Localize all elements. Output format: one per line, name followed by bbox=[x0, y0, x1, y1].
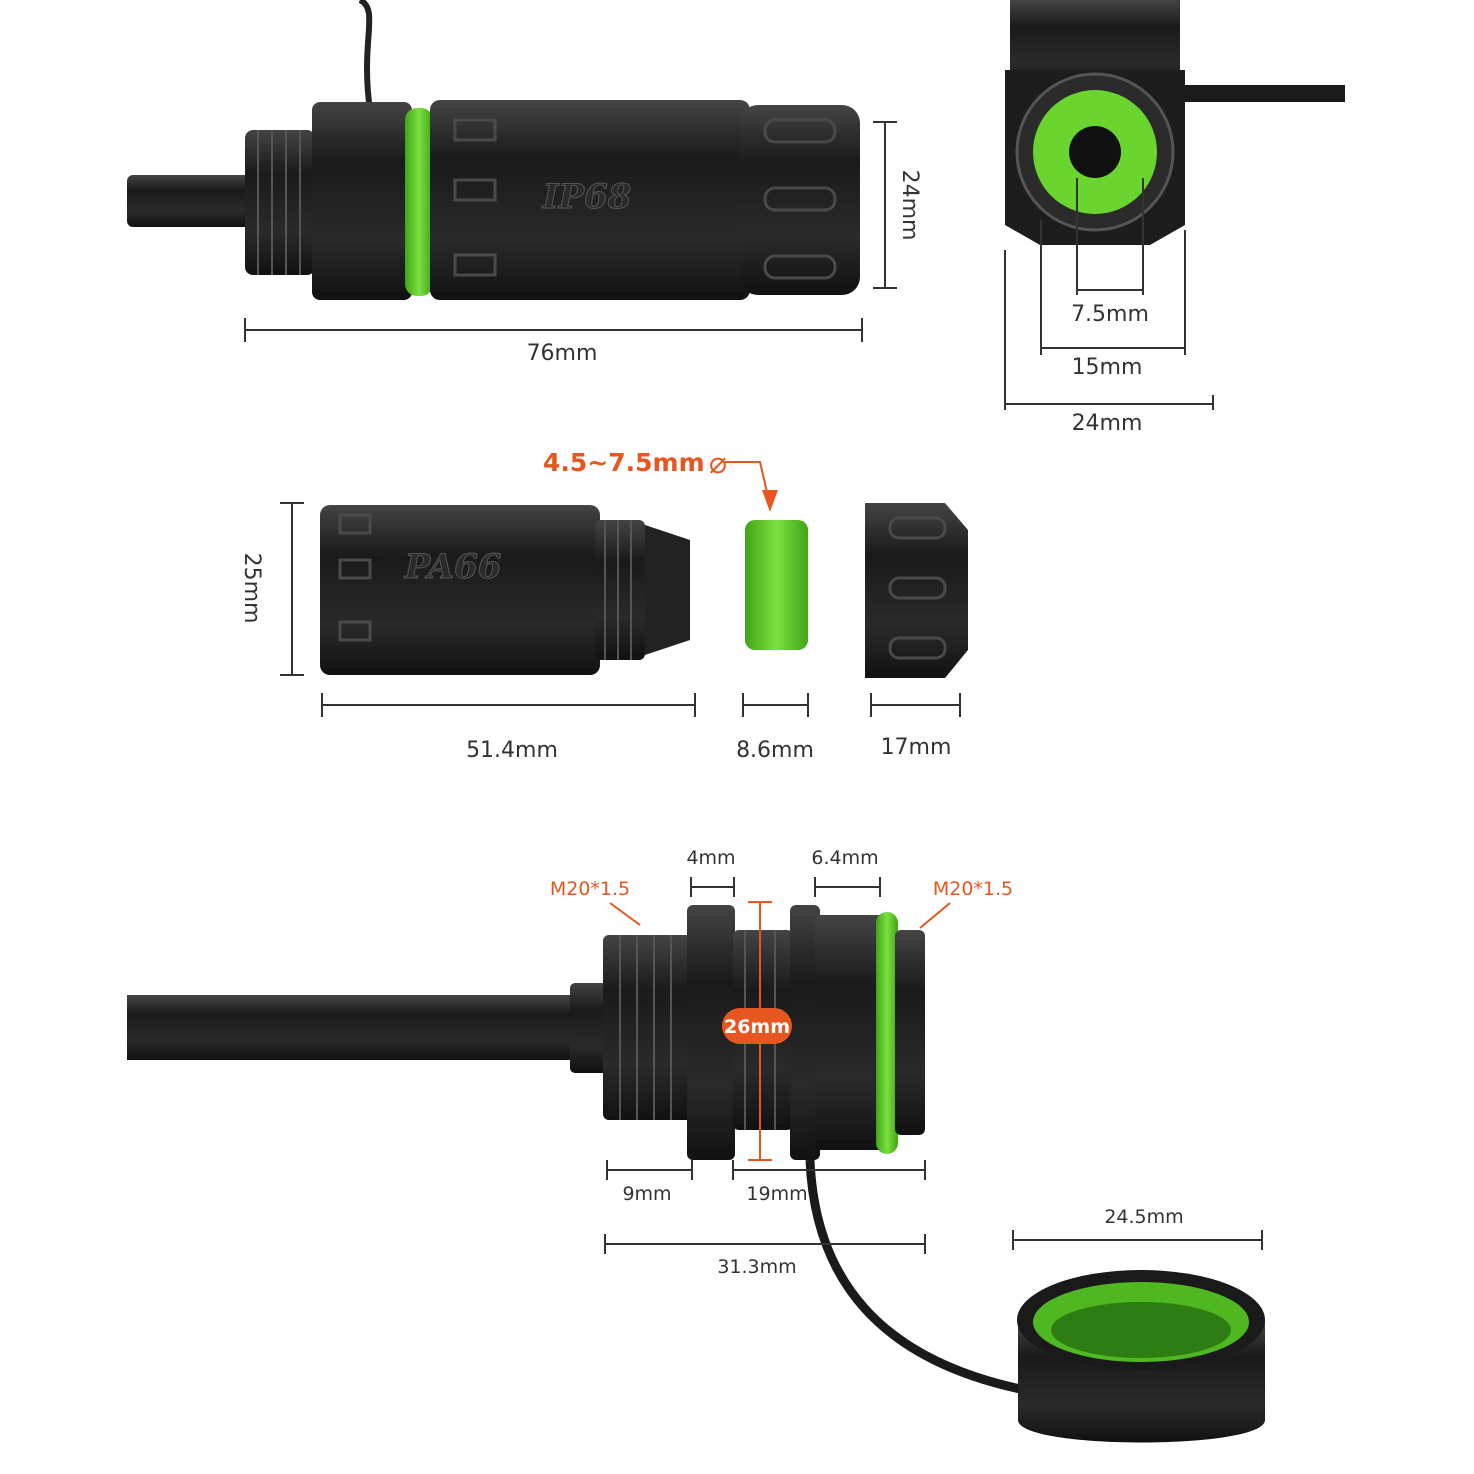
dimension-body-length: 51.4mm bbox=[321, 693, 696, 763]
diameter-label: 24mm bbox=[897, 170, 922, 241]
dimension-cap-length: 17mm bbox=[870, 693, 961, 760]
dimension-cap-diameter: 24.5mm bbox=[1012, 1206, 1263, 1250]
tether-cable bbox=[358, 0, 373, 111]
front-length-label: 9mm bbox=[622, 1183, 671, 1205]
end-view bbox=[1005, 0, 1345, 245]
tether-strap bbox=[805, 1159, 1026, 1395]
dimension-front-length: 9mm bbox=[606, 1160, 693, 1205]
dimension-body-diameter-25: 25mm bbox=[239, 502, 304, 676]
thread-annotation-left: M20*1.5 bbox=[550, 878, 641, 926]
thread-left-label: M20*1.5 bbox=[550, 878, 630, 900]
end-cap-part bbox=[865, 503, 968, 678]
flange-width-label: 6.4mm bbox=[811, 847, 878, 869]
embossed-ip68: IP68 bbox=[542, 177, 632, 217]
dimension-rear-length: 19mm bbox=[732, 1160, 926, 1205]
dimension-outer-24: 24mm bbox=[1004, 250, 1214, 436]
thread-right-label: M20*1.5 bbox=[933, 878, 1013, 900]
green-seal-insert bbox=[745, 520, 808, 650]
flange-diameter-badge bbox=[722, 1008, 792, 1044]
cable-hole bbox=[1069, 126, 1121, 178]
cap-diameter-label: 24.5mm bbox=[1104, 1206, 1183, 1228]
green-o-ring bbox=[405, 108, 433, 296]
flange bbox=[815, 915, 885, 1150]
flange-diameter-label: 26mm bbox=[724, 1016, 790, 1038]
dimension-inner-7-5: 7.5mm bbox=[1071, 178, 1149, 327]
dimension-diameter-24: 24mm bbox=[873, 121, 922, 289]
cable-range-annotation: 4.5~7.5mm ⌀ bbox=[543, 446, 778, 512]
seal-length-label: 8.6mm bbox=[736, 738, 814, 763]
dimension-flange-width: 6.4mm bbox=[811, 847, 881, 897]
inner-hole-label: 7.5mm bbox=[1071, 302, 1149, 327]
dimension-seal-length: 8.6mm bbox=[736, 693, 814, 763]
thread-annotation-right: M20*1.5 bbox=[919, 878, 1013, 929]
body-diameter-label: 25mm bbox=[239, 553, 264, 624]
nut-width-label: 4mm bbox=[686, 847, 735, 869]
outer-diameter-label: 24mm bbox=[1072, 411, 1143, 436]
dimension-total-length: 31.3mm bbox=[604, 1234, 926, 1278]
lock-nut bbox=[687, 905, 735, 1160]
dimension-length-76: 76mm bbox=[244, 318, 863, 366]
end-cap bbox=[740, 105, 860, 295]
body-length-label: 51.4mm bbox=[466, 738, 558, 763]
dimension-nut-width: 4mm bbox=[686, 847, 736, 897]
green-o-ring bbox=[876, 912, 898, 1154]
thread bbox=[245, 130, 315, 275]
dust-cap bbox=[1017, 1270, 1265, 1443]
front-thread bbox=[603, 935, 693, 1120]
cable-range-label: 4.5~7.5mm bbox=[543, 448, 705, 477]
cable bbox=[127, 995, 577, 1060]
diameter-symbol: ⌀ bbox=[709, 446, 727, 481]
cap-length-label: 17mm bbox=[881, 735, 952, 760]
panel-mount-connector: 26mm bbox=[127, 901, 1026, 1395]
length-label: 76mm bbox=[527, 341, 598, 366]
nut bbox=[312, 102, 412, 300]
connector-body: PA66 bbox=[320, 505, 690, 675]
cable bbox=[1180, 85, 1345, 102]
rear-length-label: 19mm bbox=[746, 1183, 807, 1205]
cable bbox=[127, 175, 257, 227]
body bbox=[430, 100, 750, 300]
assembled-connector-side-view: IP68 bbox=[127, 0, 860, 300]
seal-diameter-label: 15mm bbox=[1072, 355, 1143, 380]
dimension-seal-15: 15mm bbox=[1040, 220, 1186, 380]
embossed-pa66: PA66 bbox=[404, 547, 502, 587]
total-length-label: 31.3mm bbox=[717, 1256, 796, 1278]
